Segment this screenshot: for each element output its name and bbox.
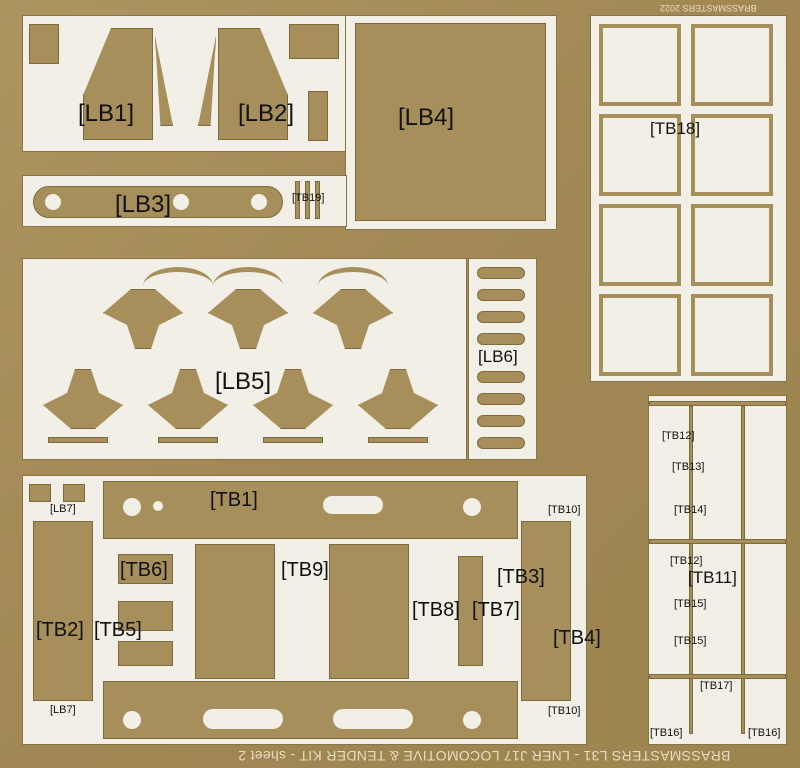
label-tb6: [TB6] <box>120 559 168 581</box>
sheet-year: BRASSMASTERS 2022 <box>660 3 757 13</box>
label-lb1: [LB1] <box>78 100 135 127</box>
label-tb5: [TB5] <box>94 619 142 641</box>
label-tb10-bottom: [TB10] <box>548 705 581 717</box>
label-tb17: [TB17] <box>700 680 733 692</box>
lb1-lb2-panel <box>22 15 347 152</box>
tb18-panel <box>590 15 787 382</box>
label-lb4: [LB4] <box>398 104 455 131</box>
label-tb1: [TB1] <box>210 489 258 511</box>
label-tb4: [TB4] <box>553 627 601 649</box>
label-tb12-top: [TB12] <box>662 430 695 442</box>
label-tb10-top: [TB10] <box>548 504 581 516</box>
label-lb7-bottom: [LB7] <box>50 704 76 716</box>
lb4-panel <box>345 15 557 230</box>
label-tb14: [TB14] <box>674 504 707 516</box>
label-tb15-a: [TB15] <box>674 598 707 610</box>
label-tb16-left: [TB16] <box>650 727 683 739</box>
label-lb5: [LB5] <box>215 368 272 395</box>
lb6-panel <box>468 258 537 460</box>
sheet-title: BRASSMASTERS L31 - LNER J17 LOCOMOTIVE &… <box>238 748 731 764</box>
lb3-panel <box>22 175 347 227</box>
lb5-panel <box>22 258 467 460</box>
label-tb9: [TB9] <box>281 559 329 581</box>
label-tb8: [TB8] <box>412 599 460 621</box>
label-tb16-right: [TB16] <box>748 727 781 739</box>
label-lb6: [LB6] <box>478 347 518 366</box>
label-tb15-b: [TB15] <box>674 635 707 647</box>
label-lb2: [LB2] <box>238 100 295 127</box>
label-tb2: [TB2] <box>36 619 84 641</box>
label-tb13: [TB13] <box>672 461 705 473</box>
tb11-panel <box>648 395 787 745</box>
label-lb3: [LB3] <box>115 191 172 218</box>
label-tb12-mid: [TB12] <box>670 555 703 567</box>
label-tb11: [TB11] <box>688 568 737 587</box>
label-tb19: [TB19] <box>292 192 325 204</box>
label-tb18: [TB18] <box>650 119 701 138</box>
tender-panel <box>22 475 587 745</box>
label-lb7-top: [LB7] <box>50 503 76 515</box>
label-tb7: [TB7] <box>472 599 520 621</box>
label-tb3: [TB3] <box>497 566 545 588</box>
